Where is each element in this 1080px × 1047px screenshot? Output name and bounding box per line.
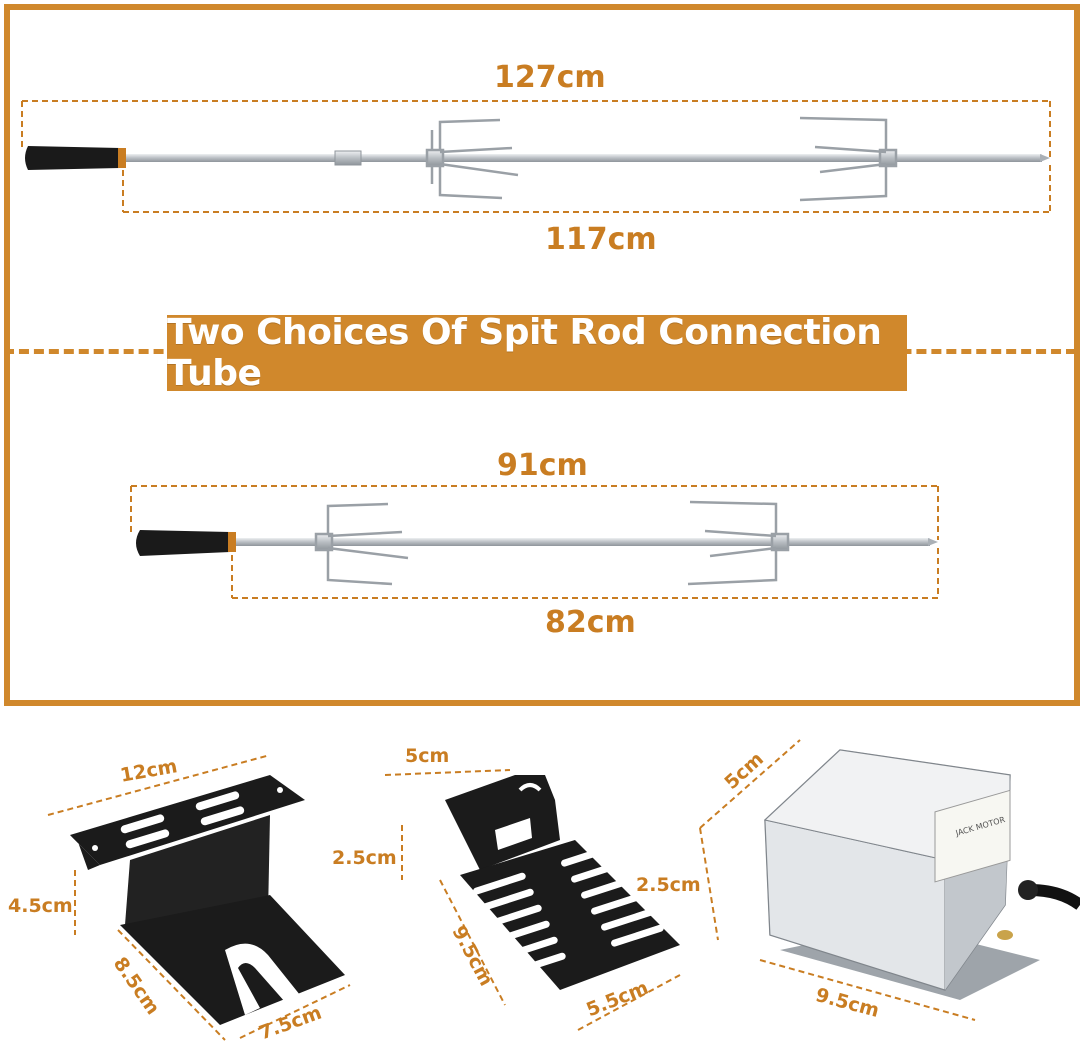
rod-handle-icon xyxy=(25,146,126,170)
rotisserie-motor xyxy=(763,749,1080,1000)
long-rod-shaft-length: 117cm xyxy=(545,222,657,257)
short-rod-dimensions xyxy=(130,485,939,599)
bracket-b-dimensions xyxy=(384,769,681,1031)
banner-connection-tube: Two Choices Of Spit Rod Connection Tube xyxy=(167,312,907,394)
long-rod-overall-length: 127cm xyxy=(494,60,606,95)
bracket-b-height: 2.5cm xyxy=(332,847,397,869)
motor-dimensions xyxy=(699,739,976,1021)
long-rod-dimensions xyxy=(21,100,1051,213)
bracket-b-top: 5cm xyxy=(405,745,450,767)
motor-label-plate xyxy=(934,789,1011,883)
short-rod-shaft-length: 82cm xyxy=(545,605,636,640)
bracket-a xyxy=(70,775,345,1025)
rod-handle-icon-2 xyxy=(136,530,236,556)
short-rod-overall-length: 91cm xyxy=(497,448,588,483)
long-spit-rod xyxy=(25,116,1050,202)
top-frame xyxy=(4,4,1080,706)
bracket-b xyxy=(445,775,680,990)
short-spit-rod xyxy=(136,500,938,586)
motor-height: 2.5cm xyxy=(636,874,701,896)
bracket-a-height: 4.5cm xyxy=(8,895,73,917)
bracket-a-dimensions xyxy=(47,754,351,1041)
